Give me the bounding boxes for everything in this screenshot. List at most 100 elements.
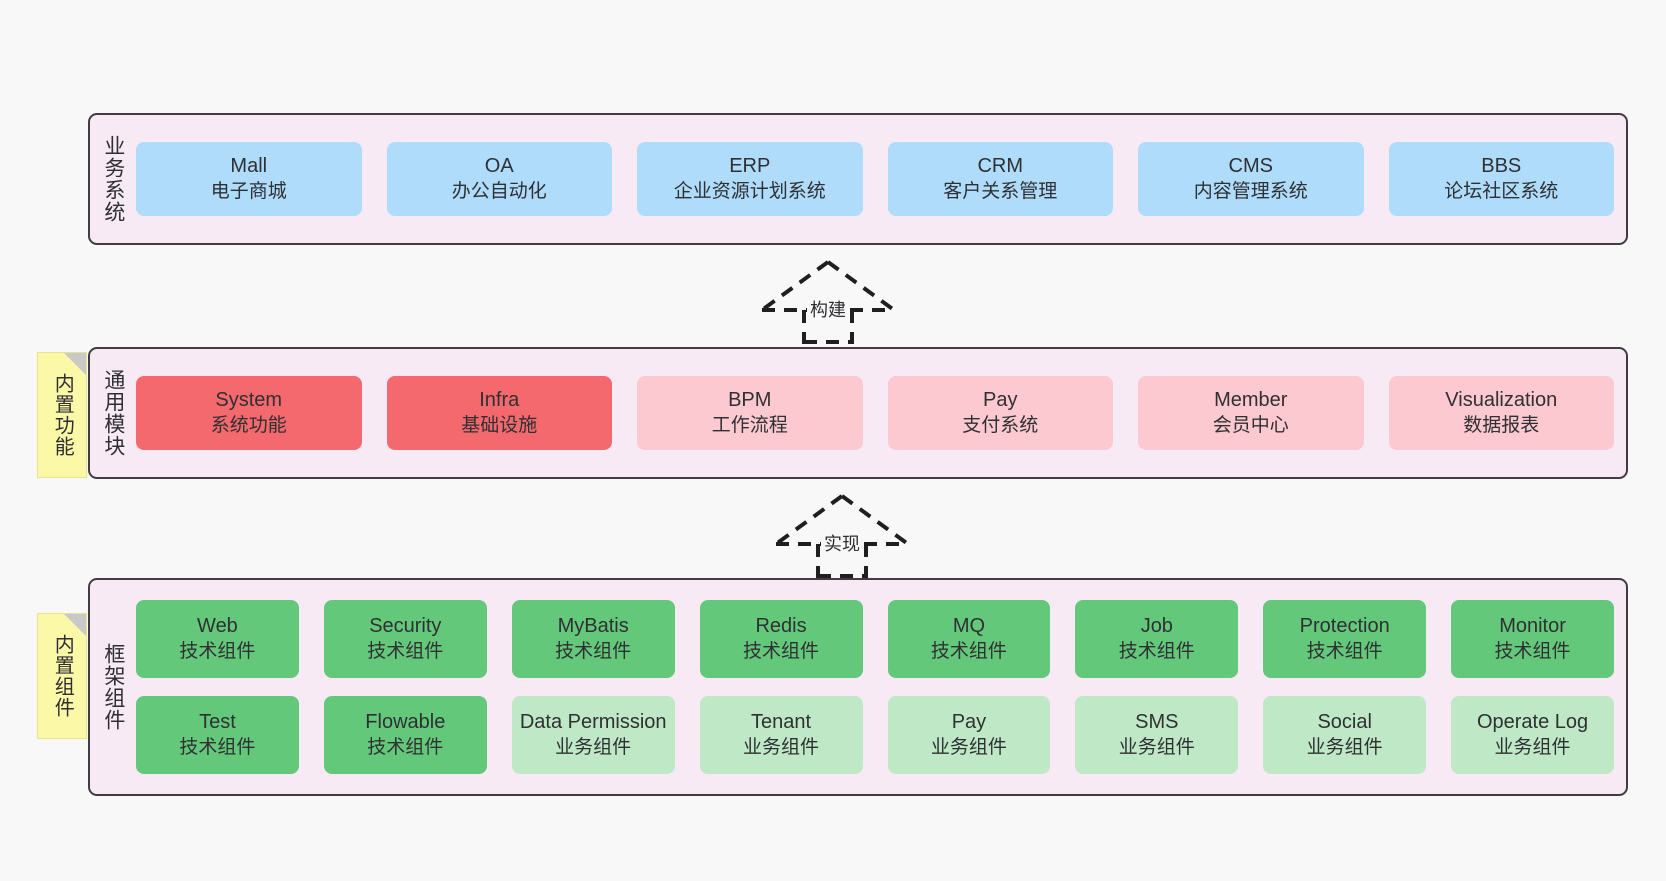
module-name-en: System <box>215 389 283 412</box>
layer-body-framework: Web 技术组件 Security 技术组件 MyBatis 技术组件 Redi… <box>136 580 1626 794</box>
layer-title-framework: 框架组件 <box>101 643 125 731</box>
component-kind-zh: 业务组件 <box>1494 736 1571 758</box>
component-name-en: Protection <box>1299 615 1390 638</box>
component-kind-zh: 业务组件 <box>930 736 1007 758</box>
component-card-protection[interactable]: Protection 技术组件 <box>1263 600 1427 678</box>
component-name-en: Data Permission <box>519 711 667 734</box>
component-name-en: Monitor <box>1499 615 1566 638</box>
component-name-en: MQ <box>952 615 986 638</box>
module-card-bbs[interactable]: BBS 论坛社区系统 <box>1388 142 1614 216</box>
component-card-web[interactable]: Web 技术组件 <box>136 600 299 678</box>
component-kind-zh: 业务组件 <box>555 736 632 758</box>
component-kind-zh: 技术组件 <box>930 640 1007 662</box>
component-card-flowable[interactable]: Flowable 技术组件 <box>323 696 487 774</box>
component-card-pay[interactable]: Pay 业务组件 <box>887 696 1051 774</box>
module-card-erp[interactable]: ERP 企业资源计划系统 <box>637 142 863 216</box>
component-name-en: Flowable <box>365 711 446 734</box>
component-kind-zh: 业务组件 <box>1306 736 1383 758</box>
layer-title-business: 业务系统 <box>101 135 125 223</box>
module-card-oa[interactable]: OA 办公自动化 <box>386 142 612 216</box>
component-card-job[interactable]: Job 技术组件 <box>1075 600 1239 678</box>
layer-row: System 系统功能 Infra 基础设施 BPM 工作流程 Pay 支付系统… <box>136 376 1614 450</box>
layer-row: Test 技术组件 Flowable 技术组件 Data Permission … <box>136 696 1614 774</box>
module-name-en: Pay <box>983 389 1018 412</box>
module-card-pay[interactable]: Pay 支付系统 <box>887 376 1113 450</box>
module-name-zh: 企业资源计划系统 <box>673 180 826 202</box>
folded-corner-icon <box>64 353 86 375</box>
module-card-bpm[interactable]: BPM 工作流程 <box>637 376 863 450</box>
module-name-en: CRM <box>977 155 1024 178</box>
module-card-infra[interactable]: Infra 基础设施 <box>386 376 612 450</box>
module-card-mall[interactable]: Mall 电子商城 <box>136 142 362 216</box>
module-name-zh: 电子商城 <box>210 180 287 202</box>
component-card-data-permission[interactable]: Data Permission 业务组件 <box>511 696 675 774</box>
module-card-member[interactable]: Member 会员中心 <box>1138 376 1364 450</box>
module-name-zh: 系统功能 <box>210 414 287 436</box>
layer-title-common: 通用模块 <box>101 369 125 457</box>
folded-corner-icon <box>64 614 86 636</box>
component-name-en: Redis <box>755 615 807 638</box>
module-name-zh: 会员中心 <box>1212 414 1289 436</box>
layer-framework-components: 框架组件 Web 技术组件 Security 技术组件 MyBatis 技术组件… <box>88 578 1628 796</box>
module-name-zh: 办公自动化 <box>451 180 547 202</box>
module-name-en: OA <box>484 155 514 178</box>
layer-row: Mall 电子商城 OA 办公自动化 ERP 企业资源计划系统 CRM 客户关系… <box>136 142 1614 216</box>
module-card-system[interactable]: System 系统功能 <box>136 376 362 450</box>
sticky-note-builtin-components: 内置组件 <box>37 613 87 739</box>
component-kind-zh: 技术组件 <box>743 640 820 662</box>
module-name-zh: 论坛社区系统 <box>1444 180 1559 202</box>
sticky-note-label: 内置功能 <box>51 373 74 457</box>
component-card-monitor[interactable]: Monitor 技术组件 <box>1451 600 1614 678</box>
component-kind-zh: 技术组件 <box>555 640 632 662</box>
layer-body-common: System 系统功能 Infra 基础设施 BPM 工作流程 Pay 支付系统… <box>136 349 1626 477</box>
component-card-mybatis[interactable]: MyBatis 技术组件 <box>511 600 675 678</box>
module-card-crm[interactable]: CRM 客户关系管理 <box>887 142 1113 216</box>
module-name-en: CMS <box>1228 155 1273 178</box>
component-card-mq[interactable]: MQ 技术组件 <box>887 600 1051 678</box>
component-card-security[interactable]: Security 技术组件 <box>323 600 487 678</box>
component-name-en: Pay <box>951 711 987 734</box>
component-name-en: Tenant <box>751 711 812 734</box>
component-card-redis[interactable]: Redis 技术组件 <box>699 600 863 678</box>
component-kind-zh: 技术组件 <box>179 736 256 758</box>
module-card-visualization[interactable]: Visualization 数据报表 <box>1388 376 1614 450</box>
module-name-zh: 基础设施 <box>461 414 538 436</box>
component-name-en: Web <box>197 615 238 638</box>
layer-row: Web 技术组件 Security 技术组件 MyBatis 技术组件 Redi… <box>136 600 1614 678</box>
sticky-note-label: 内置组件 <box>51 634 74 718</box>
connector-implement: 实现 <box>772 492 912 578</box>
module-name-en: BPM <box>728 389 772 412</box>
module-name-en: Member <box>1214 389 1288 412</box>
component-card-operate-log[interactable]: Operate Log 业务组件 <box>1451 696 1614 774</box>
component-name-en: Security <box>369 615 442 638</box>
component-kind-zh: 技术组件 <box>1306 640 1383 662</box>
module-name-en: Mall <box>230 155 268 178</box>
module-name-en: Infra <box>479 389 520 412</box>
module-name-zh: 工作流程 <box>711 414 788 436</box>
component-kind-zh: 技术组件 <box>1494 640 1571 662</box>
module-name-en: BBS <box>1481 155 1522 178</box>
component-name-en: Operate Log <box>1476 711 1589 734</box>
component-card-social[interactable]: Social 业务组件 <box>1263 696 1427 774</box>
component-card-tenant[interactable]: Tenant 业务组件 <box>699 696 863 774</box>
connector-label-implement: 实现 <box>821 530 863 556</box>
module-name-en: ERP <box>729 155 771 178</box>
component-kind-zh: 技术组件 <box>179 640 256 662</box>
component-name-en: SMS <box>1135 711 1179 734</box>
layer-common-module: 通用模块 System 系统功能 Infra 基础设施 BPM 工作流程 Pay… <box>88 347 1628 479</box>
component-card-test[interactable]: Test 技术组件 <box>136 696 299 774</box>
component-card-sms[interactable]: SMS 业务组件 <box>1075 696 1239 774</box>
module-name-zh: 数据报表 <box>1463 414 1540 436</box>
component-kind-zh: 技术组件 <box>367 736 444 758</box>
component-kind-zh: 技术组件 <box>367 640 444 662</box>
connector-build: 构建 <box>758 258 898 344</box>
component-name-en: MyBatis <box>557 615 629 638</box>
layer-business-system: 业务系统 Mall 电子商城 OA 办公自动化 ERP 企业资源计划系统 CRM… <box>88 113 1628 245</box>
component-name-en: Social <box>1317 711 1372 734</box>
module-name-en: Visualization <box>1445 389 1558 412</box>
connector-label-build: 构建 <box>807 296 849 322</box>
sticky-note-builtin-features: 内置功能 <box>37 352 87 478</box>
component-name-en: Test <box>199 711 236 734</box>
module-card-cms[interactable]: CMS 内容管理系统 <box>1138 142 1364 216</box>
module-name-zh: 内容管理系统 <box>1193 180 1308 202</box>
